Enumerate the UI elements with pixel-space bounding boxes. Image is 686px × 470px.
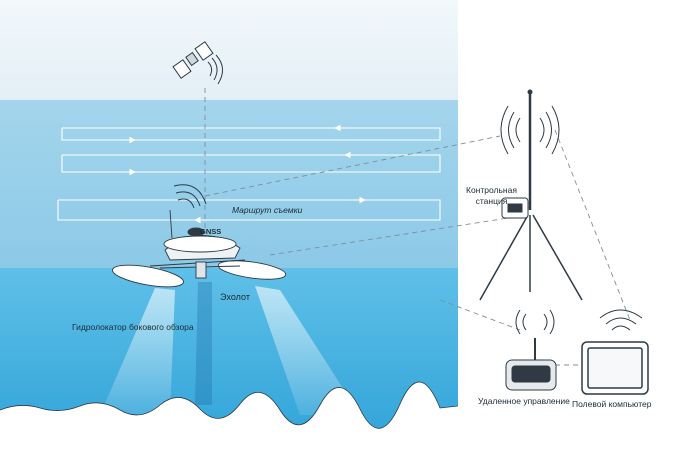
side-scan-sonar-label: Гидролокатор бокового обзора [72, 322, 194, 332]
remote-signal-waves-icon [515, 309, 555, 335]
gnss-label: GNSS [200, 227, 222, 236]
control-station-label-line2: станция [475, 196, 508, 206]
control-station-label-line1: Контрольная [466, 185, 517, 195]
satellite-icon [172, 41, 214, 79]
antenna-mast-icon [527, 89, 533, 210]
sky [0, 0, 458, 100]
remote-controller-icon [505, 338, 557, 391]
tablet-signal-waves-icon [599, 309, 643, 331]
sonar-beams [100, 282, 360, 415]
echosounder-label: Эхолот [220, 292, 250, 302]
tripod-icon [479, 214, 583, 301]
boat-signal-waves-icon [173, 184, 207, 209]
field-computer-label: Полевой компьютер [572, 399, 652, 409]
survey-route [57, 124, 441, 224]
remote-control-label: Удаленное управление [478, 396, 570, 406]
route-label: Маршрут съемки [232, 205, 303, 215]
station-signal-waves-icon [500, 105, 560, 155]
signal-waves-icon [207, 54, 223, 85]
tablet-computer-icon [581, 341, 649, 395]
station-receiver-icon [501, 197, 529, 219]
seabed [0, 381, 458, 470]
control-station-label: Контрольная станция [466, 185, 517, 207]
boat-icon [112, 209, 287, 288]
